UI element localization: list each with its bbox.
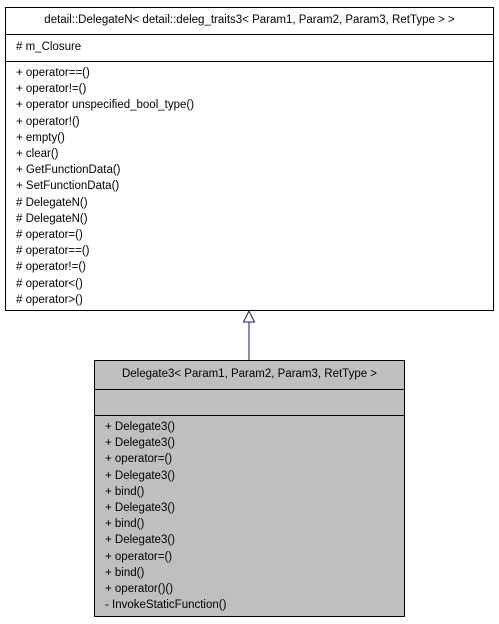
attribute-item: # m_Closure	[16, 41, 82, 53]
base-class-header: detail::DelegateN< detail::deleg_traits3…	[6, 8, 493, 35]
method-item: # operator=()	[16, 229, 83, 241]
method-item: + operator==()	[16, 67, 90, 79]
method-item: - InvokeStaticFunction()	[105, 599, 227, 612]
method-item: + operator=()	[105, 550, 173, 563]
method-item: + Delegate3()	[105, 534, 175, 547]
method-item: + operator()()	[105, 583, 174, 595]
derived-class-attributes	[95, 390, 404, 416]
base-class-methods: + operator==() + operator!=() + operator u…	[6, 62, 493, 310]
base-class-box: detail::DelegateN< detail::deleg_traits3…	[5, 7, 494, 311]
derived-class-title: Delegate3< Param1, Param2, Param3, RetTy…	[121, 368, 378, 380]
base-class-title: detail::DelegateN< detail::deleg_traits3…	[44, 14, 455, 26]
method-item: # operator!=()	[16, 261, 86, 274]
derived-class-header: Delegate3< Param1, Param2, Param3, RetTy…	[95, 361, 404, 390]
method-item: # operator==()	[16, 245, 90, 258]
method-item: # operator>()	[16, 293, 83, 306]
derived-class-methods: + Delegate3() + Delegate3() + operator=() +…	[95, 416, 404, 616]
method-item: + Delegate3()	[105, 469, 175, 482]
inheritance-arrowhead	[242, 309, 256, 323]
method-item: + bind()	[105, 485, 145, 498]
method-item: # operator<()	[16, 277, 83, 290]
method-item: + Delegate3()	[105, 437, 175, 450]
method-item: + SetFunctionData()	[16, 180, 120, 193]
method-item: + operator unspecified_bool_type()	[16, 99, 195, 112]
method-item: + empty()	[16, 131, 65, 144]
method-item: # DelegateN()	[16, 212, 88, 225]
method-item: + Delegate3()	[105, 421, 175, 433]
method-item: # DelegateN()	[16, 196, 88, 209]
method-item: + operator!()	[16, 115, 80, 128]
derived-class-box: Delegate3< Param1, Param2, Param3, RetTy…	[94, 360, 405, 617]
method-item: + GetFunctionData()	[16, 164, 121, 177]
method-item: + clear()	[16, 148, 59, 160]
method-item: + Delegate3()	[105, 502, 175, 514]
base-class-attributes: # m_Closure	[6, 35, 493, 62]
method-item: + operator=()	[105, 453, 173, 466]
method-item: + operator!=()	[16, 83, 87, 96]
method-item: + bind()	[105, 518, 145, 531]
method-item: + bind()	[105, 566, 145, 579]
